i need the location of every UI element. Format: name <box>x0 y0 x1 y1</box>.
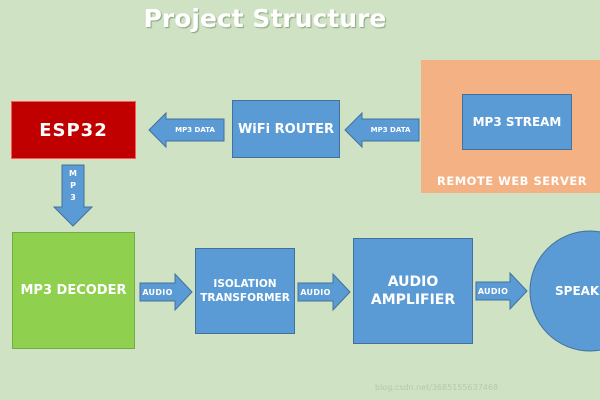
arrow-label-router-to-esp32: MP3 DATA <box>175 126 215 134</box>
arrow-label-decoder-to-transformer: AUDIO <box>142 287 173 297</box>
arrow-server-to-router <box>344 111 420 149</box>
isolation-transformer-block: ISOLATION TRANSFORMER <box>195 248 295 334</box>
arrow-esp32-to-decoder <box>52 164 94 227</box>
page-title: Project Structure <box>143 4 387 33</box>
arrow-amplifier-to-speaker <box>475 271 528 311</box>
arrow-label-server-to-router: MP3 DATA <box>370 126 411 134</box>
arrow-label-amplifier-to-speaker: AUDIO <box>477 286 509 296</box>
arrow-label-char: M <box>69 169 77 178</box>
speaker-circle <box>529 230 600 352</box>
esp32-block: ESP32 <box>11 101 136 159</box>
wifi-router-block: WiFi ROUTER <box>232 100 340 158</box>
arrow-label-char: P <box>70 181 76 190</box>
speaker-label: SPEAKER <box>555 284 600 298</box>
arrow-label-char: 3 <box>70 193 76 202</box>
arrow-router-to-esp32 <box>148 111 225 149</box>
arrow-label-transformer-to-amplifier: AUDIO <box>300 287 331 297</box>
remote-web-server-label: REMOTE WEB SERVER <box>437 174 588 188</box>
arrow-decoder-to-transformer <box>139 272 193 312</box>
mp3-decoder-block: MP3 DECODER <box>12 232 135 349</box>
mp3-stream-block: MP3 STREAM <box>462 94 572 150</box>
audio-amplifier-block: AUDIO AMPLIFIER <box>353 238 473 344</box>
arrow-transformer-to-amplifier <box>297 272 351 312</box>
watermark: blog.csdn.net/3685155637468 <box>375 383 499 392</box>
speaker-block: SPEAKER <box>555 280 600 304</box>
arrow-label-esp32-to-decoder: M P 3 <box>62 168 84 204</box>
